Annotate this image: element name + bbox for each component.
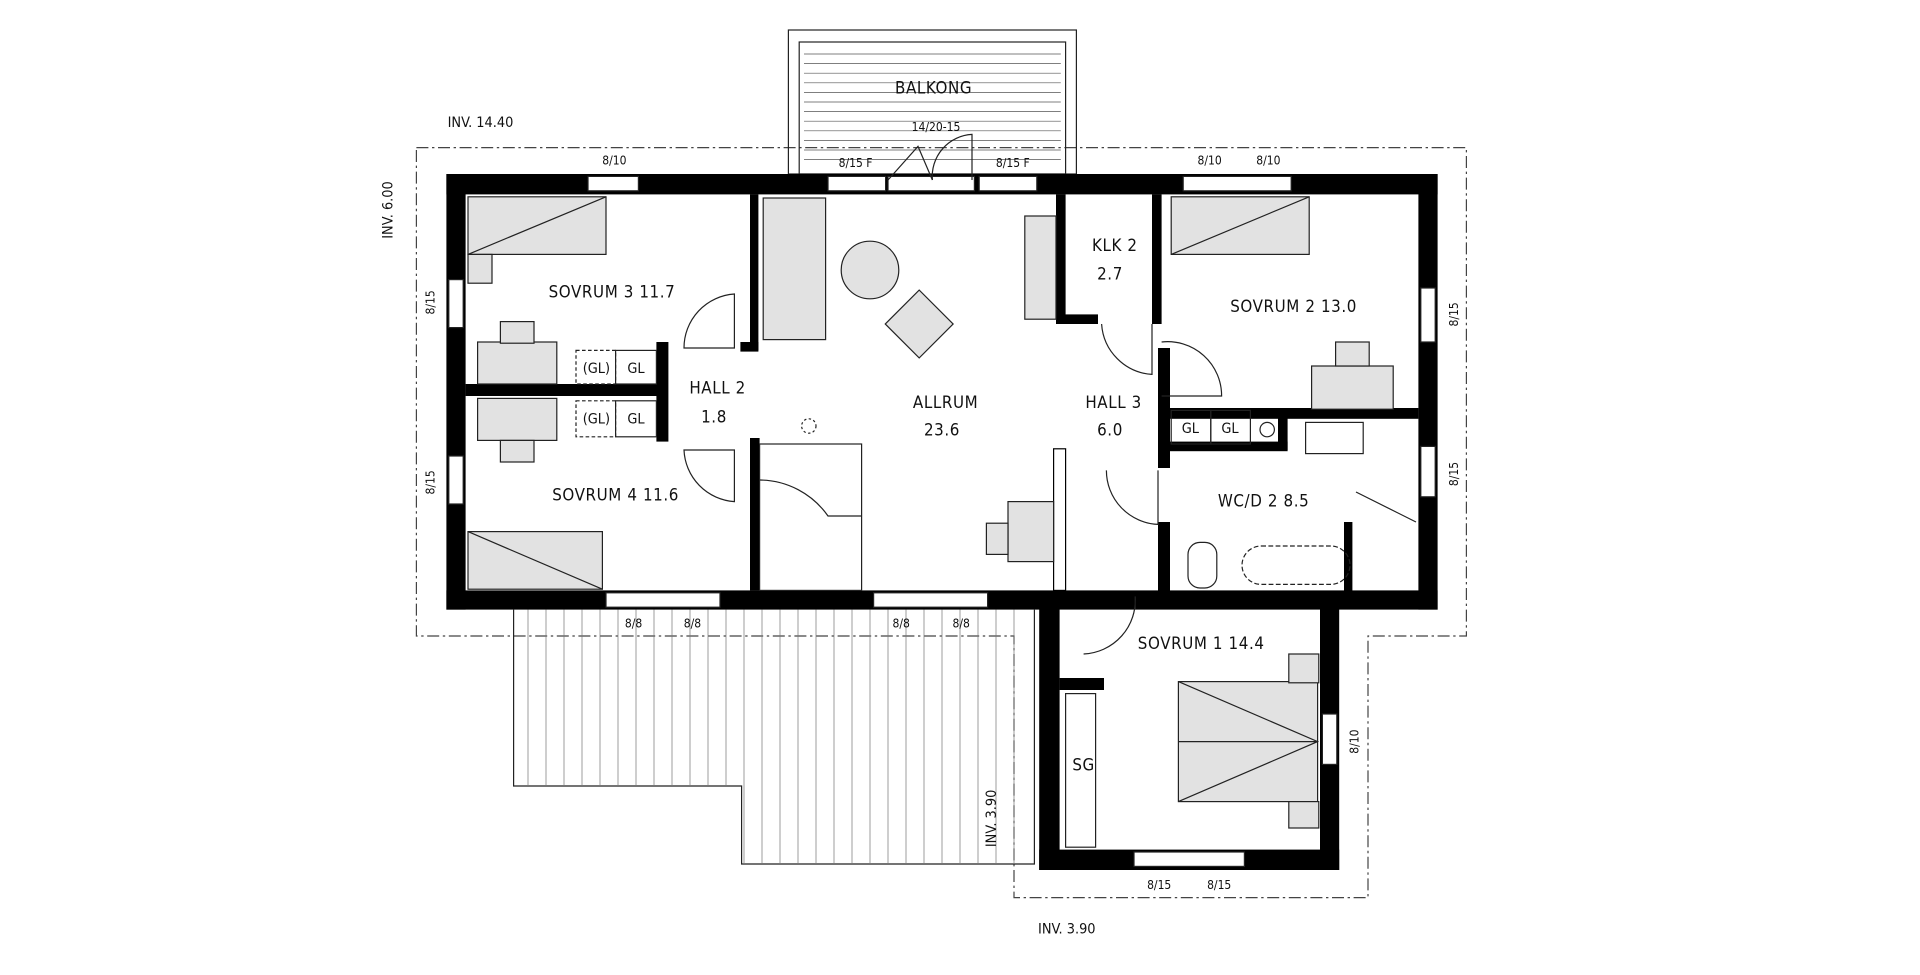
room-area-klk2: 2.7: [1097, 264, 1123, 284]
room-label-allrum: ALLRUM: [913, 392, 978, 412]
closet-gl: GL: [1221, 421, 1239, 437]
closet-gl-optional: (GL): [583, 412, 610, 428]
room-area-hall3: 6.0: [1097, 420, 1123, 440]
room-labels: SOVRUM 3 11.7 SOVRUM 4 11.6 HALL 2 1.8 A…: [549, 235, 1357, 775]
balcony-dimension: 14/20-15: [912, 120, 961, 134]
window-label: 8/15: [1207, 878, 1231, 892]
closet-gl: GL: [627, 361, 645, 377]
window-label: 8/15: [1447, 302, 1461, 326]
window-label: 8/10: [1347, 729, 1361, 753]
window-label: 8/10: [1256, 153, 1280, 167]
level-left: INV. 6.00: [380, 181, 396, 239]
window-label: 8/15: [1447, 462, 1461, 486]
window-label: 8/15: [1147, 878, 1171, 892]
balcony: BALKONG 14/20-15: [787, 29, 1077, 175]
window-label: 8/15: [423, 290, 437, 314]
closet-gl: GL: [1182, 421, 1200, 437]
room-label-sovrum2: SOVRUM 2 13.0: [1230, 296, 1357, 316]
level-labels: INV. 14.40 INV. 6.00 INV. 3.90 INV. 3.90: [380, 115, 1095, 937]
window-labels: 8/10 8/15 F 8/15 F 8/10 8/10 8/15 8/15 8…: [423, 153, 1461, 892]
room-label-wcd2: WC/D 2 8.5: [1218, 490, 1309, 510]
window-label: 8/8: [684, 617, 702, 631]
closet-gl-optional: (GL): [583, 361, 610, 377]
window-label: 8/15: [423, 470, 437, 494]
level-top-left: INV. 14.40: [448, 115, 514, 131]
closet-gl: GL: [627, 412, 645, 428]
level-bottom: INV. 3.90: [1038, 922, 1096, 938]
room-label-sovrum1: SOVRUM 1 14.4: [1138, 633, 1265, 653]
room-area-hall2: 1.8: [701, 406, 727, 426]
window-label: 8/8: [625, 617, 643, 631]
window-label: 8/10: [602, 153, 626, 167]
window-label: 8/15 F: [839, 156, 873, 170]
level-terrace: INV. 3.90: [984, 790, 1000, 848]
room-label-sovrum4: SOVRUM 4 11.6: [552, 484, 679, 504]
terrace: [513, 609, 1035, 865]
doors: [683, 133, 1417, 655]
windows: [448, 175, 1436, 867]
room-label-sg: SG: [1072, 754, 1095, 774]
window-label: 8/10: [1197, 153, 1221, 167]
closets: (GL) GL (GL) GL GL GL: [575, 349, 1251, 445]
room-label-balkong: BALKONG: [895, 78, 972, 98]
room-label-hall2: HALL 2: [689, 378, 746, 398]
eave-outline: [415, 147, 1467, 899]
room-area-allrum: 23.6: [924, 420, 960, 440]
window-label: 8/8: [893, 617, 911, 631]
window-label: 8/8: [953, 617, 971, 631]
window-label: 8/15 F: [996, 156, 1030, 170]
room-label-sovrum3: SOVRUM 3 11.7: [549, 282, 676, 302]
room-label-klk2: KLK 2: [1092, 235, 1138, 255]
furniture: [467, 196, 1394, 848]
room-label-hall3: HALL 3: [1085, 392, 1142, 412]
